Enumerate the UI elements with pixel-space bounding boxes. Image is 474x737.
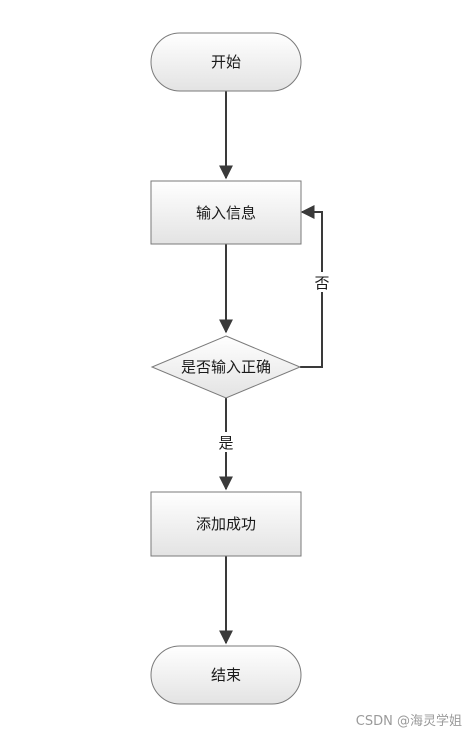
start-label: 开始	[211, 53, 241, 71]
edge-label-yes: 是	[218, 434, 233, 452]
decision-diamond-shape	[150, 335, 302, 399]
input-label: 输入信息	[196, 204, 256, 222]
end-label: 结束	[211, 666, 241, 684]
no-label-background	[313, 272, 331, 292]
decision-label: 是否输入正确	[181, 358, 271, 376]
success-process-shape	[150, 491, 302, 557]
input-process-shape	[150, 180, 302, 245]
start-terminal-shape	[150, 32, 302, 92]
node-input: 输入信息	[150, 180, 302, 245]
node-success: 添加成功	[150, 491, 302, 557]
edge-label-no: 否	[314, 274, 329, 292]
yes-label-background	[216, 432, 236, 452]
node-start: 开始	[150, 32, 302, 92]
node-decision: 是否输入正确	[150, 335, 302, 399]
success-label: 添加成功	[196, 515, 256, 533]
node-end: 结束	[150, 645, 302, 705]
watermark: CSDN @海灵学姐	[355, 714, 462, 729]
end-terminal-shape	[150, 645, 302, 705]
